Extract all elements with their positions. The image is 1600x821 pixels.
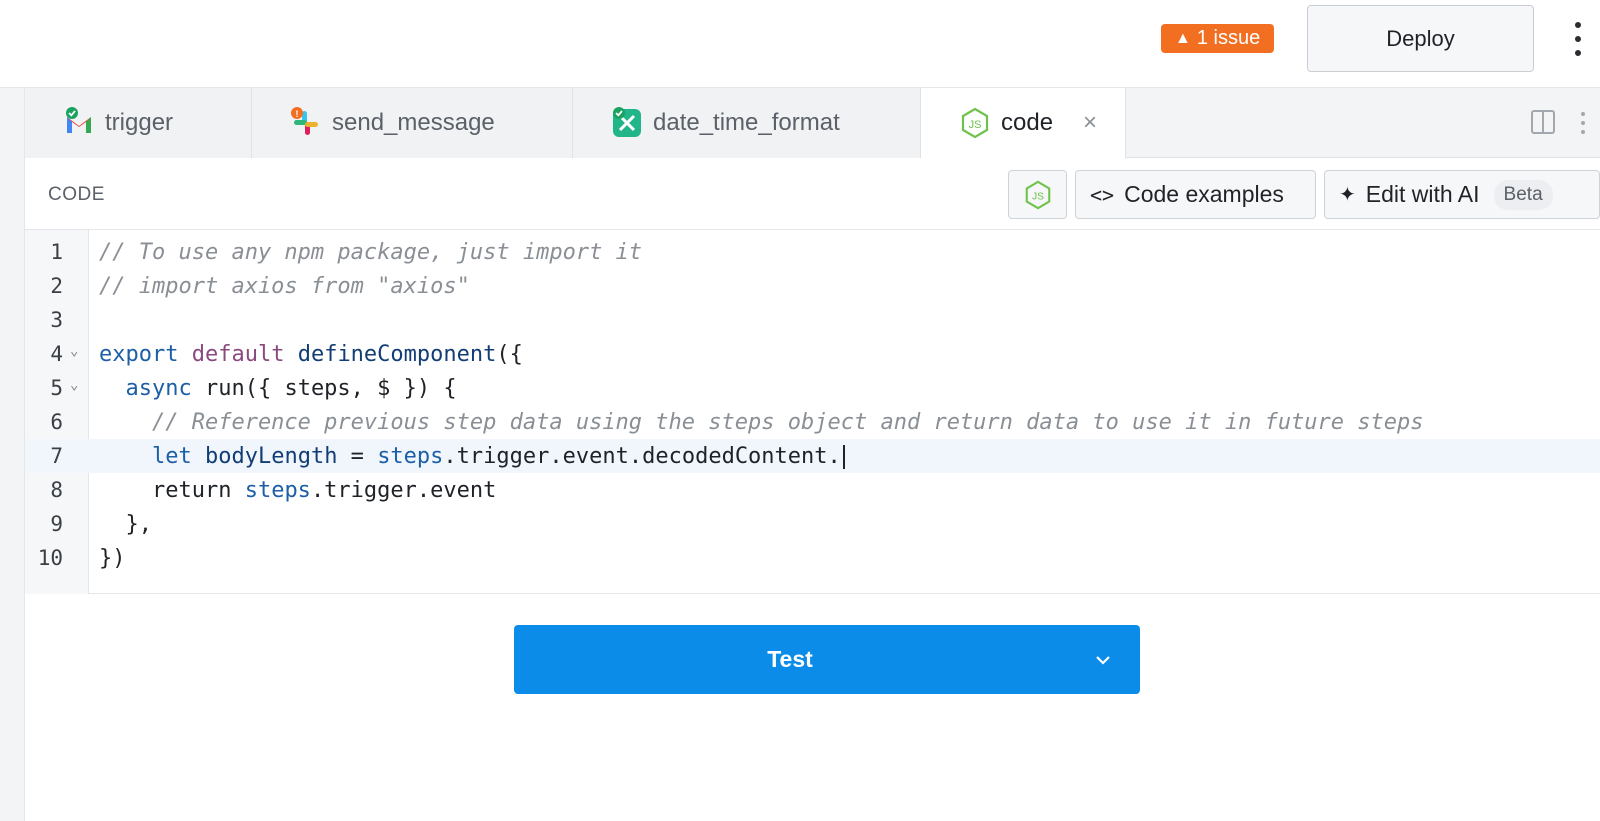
split-view-icon[interactable]	[1531, 110, 1555, 134]
line-number: 10	[37, 546, 63, 570]
code-line-text: },	[99, 511, 152, 537]
code-line[interactable]: 5 ⌄ async run({ steps, $ }) {	[25, 371, 1600, 405]
edit-with-ai-label: Edit with AI	[1365, 181, 1480, 207]
fold-chevron-icon[interactable]: ⌄	[70, 343, 79, 359]
code-examples-label: Code examples	[1124, 181, 1284, 207]
code-panel-header: CODE JS <> Code examples ✦ Edit with AI …	[25, 158, 1600, 230]
nodejs-runtime-button[interactable]: JS	[1008, 170, 1067, 219]
tab-label: date_time_format	[653, 109, 840, 136]
warning-icon: ▲	[1175, 30, 1191, 47]
fold-chevron-icon[interactable]: ⌄	[70, 377, 79, 393]
issue-badge[interactable]: ▲ 1 issue	[1161, 24, 1275, 53]
line-number: 2	[50, 274, 63, 298]
code-line[interactable]: 1 // To use any npm package, just import…	[25, 235, 1600, 269]
line-number-gutter	[25, 230, 89, 594]
left-sidebar-strip	[0, 88, 25, 821]
svg-text:JS: JS	[969, 119, 982, 131]
test-button-group: Test	[514, 625, 1140, 694]
code-line[interactable]: 4 ⌄ export default defineComponent({	[25, 337, 1600, 371]
test-options-chevron-down-icon[interactable]	[1066, 625, 1140, 694]
line-number: 7	[50, 444, 63, 468]
tab-label: trigger	[105, 109, 174, 136]
gmail-icon	[63, 107, 95, 139]
sparkle-icon: ✦	[1339, 184, 1356, 206]
tab-label: code	[1001, 109, 1054, 136]
slack-icon: !	[290, 107, 322, 139]
code-brackets-icon: <>	[1090, 182, 1115, 207]
tab-code[interactable]: JS code ×	[921, 88, 1126, 159]
close-tab-icon[interactable]: ×	[1083, 109, 1098, 136]
line-number: 6	[50, 410, 63, 434]
code-line[interactable]: 3	[25, 303, 1600, 337]
code-line-text: export default defineComponent({	[99, 341, 523, 367]
code-line-text: // Reference previous step data using th…	[99, 409, 1424, 435]
code-line[interactable]: 10 })	[25, 541, 1600, 575]
tab-send-message[interactable]: ! send_message	[252, 88, 573, 158]
code-line-text: return steps.trigger.event	[99, 477, 497, 503]
more-options-icon[interactable]	[1568, 22, 1588, 56]
code-line[interactable]: 9 },	[25, 507, 1600, 541]
top-bar: ▲ 1 issue Deploy	[0, 0, 1600, 88]
code-editor[interactable]: 1 // To use any npm package, just import…	[25, 230, 1600, 594]
line-number: 5	[50, 376, 63, 400]
code-line-text: async run({ steps, $ }) {	[125, 375, 457, 401]
line-number: 4	[50, 342, 63, 366]
line-number: 1	[50, 240, 63, 264]
line-number: 9	[50, 512, 63, 536]
issue-badge-label: 1 issue	[1196, 27, 1261, 49]
tab-trigger[interactable]: trigger	[25, 88, 252, 158]
code-examples-button[interactable]: <> Code examples	[1075, 170, 1316, 219]
tools-icon	[611, 107, 643, 139]
code-line-active[interactable]: 7 let bodyLength = steps.trigger.event.d…	[25, 439, 1600, 473]
code-line[interactable]: 2 // import axios from "axios"	[25, 269, 1600, 303]
code-line-text: let bodyLength = steps.trigger.event.dec…	[99, 444, 845, 469]
tab-date-time-format[interactable]: date_time_format	[573, 88, 921, 158]
step-tab-bar: trigger ! send_message date_time_format	[25, 88, 1600, 159]
text-cursor	[842, 444, 845, 469]
svg-text:JS: JS	[1031, 191, 1043, 202]
deploy-button[interactable]: Deploy	[1307, 5, 1534, 72]
code-line-text: })	[99, 545, 126, 571]
test-button[interactable]: Test	[514, 625, 1066, 694]
edit-with-ai-button[interactable]: ✦ Edit with AI Beta	[1324, 170, 1600, 219]
nodejs-icon: JS	[959, 107, 991, 139]
nodejs-icon: JS	[1025, 180, 1050, 209]
tab-more-icon[interactable]	[1580, 112, 1586, 134]
svg-text:!: !	[296, 109, 299, 119]
code-section-label: CODE	[48, 184, 105, 205]
line-number: 8	[50, 478, 63, 502]
line-number: 3	[50, 308, 63, 332]
code-line-text: // To use any npm package, just import i…	[99, 239, 643, 265]
code-line[interactable]: 6 // Reference previous step data using …	[25, 405, 1600, 439]
tab-label: send_message	[332, 109, 495, 136]
beta-badge: Beta	[1493, 179, 1553, 210]
code-line[interactable]: 8 return steps.trigger.event	[25, 473, 1600, 507]
code-line-text: // import axios from "axios"	[99, 273, 470, 299]
